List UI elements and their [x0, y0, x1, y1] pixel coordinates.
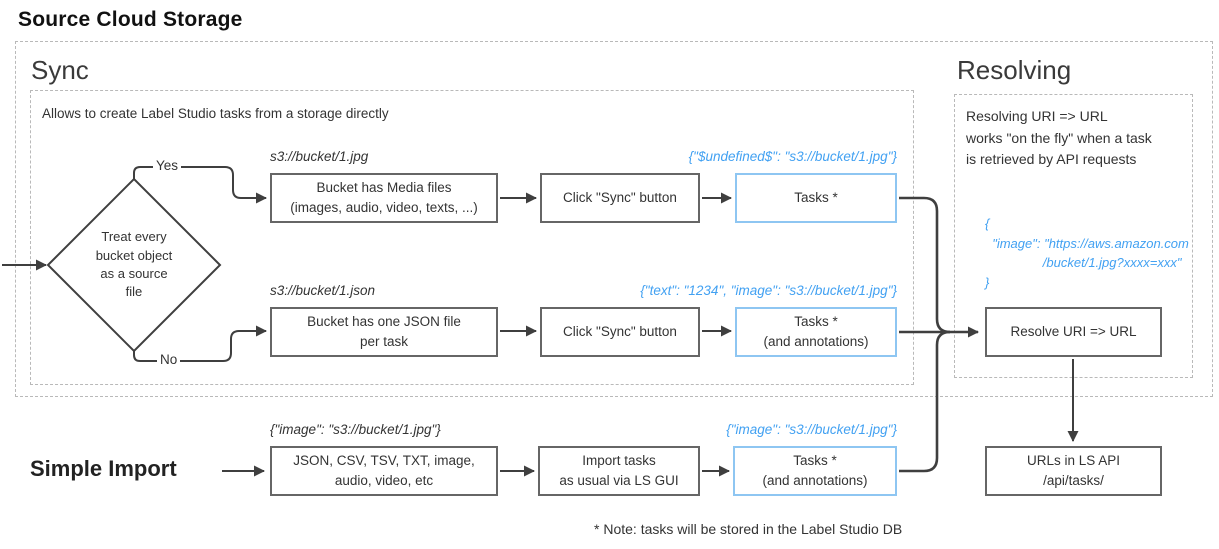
- node-resolve-uri: Resolve URI => URL: [985, 307, 1162, 357]
- node-click-sync-1: Click "Sync" button: [540, 173, 700, 223]
- resolving-section-label: Resolving: [957, 55, 1072, 85]
- simple-import-label: Simple Import: [30, 456, 177, 481]
- node-tasks-2: Tasks * (and annotations): [735, 307, 897, 357]
- node-json-file: Bucket has one JSON file per task: [270, 307, 498, 357]
- footnote: * Note: tasks will be stored in the Labe…: [594, 521, 903, 537]
- uri-label-media: s3://bucket/1.jpg: [270, 149, 369, 164]
- decision-yes-label: Yes: [153, 158, 182, 173]
- annotation-tasks-1: {"$undefined$": "s3://bucket/1.jpg"}: [688, 149, 897, 164]
- node-import-gui: Import tasks as usual via LS GUI: [538, 446, 700, 496]
- resolving-description: Resolving URI => URL works "on the fly" …: [966, 108, 1152, 168]
- page-title: Source Cloud Storage: [18, 8, 243, 31]
- annotation-tasks-3: {"image": "s3://bucket/1.jpg"}: [726, 422, 897, 437]
- node-tasks-3: Tasks * (and annotations): [733, 446, 897, 496]
- node-urls-ls-api: URLs in LS API /api/tasks/: [985, 446, 1162, 496]
- sync-description: Allows to create Label Studio tasks from…: [42, 106, 389, 121]
- decision-diamond-label: Treat every bucket object as a source fi…: [95, 229, 173, 300]
- resolving-json-example: { "image": "https://aws.amazon.com /buck…: [985, 216, 1189, 290]
- uri-label-json: s3://bucket/1.json: [270, 283, 376, 298]
- annotation-import-input: {"image": "s3://bucket/1.jpg"}: [270, 422, 441, 437]
- node-click-sync-2: Click "Sync" button: [540, 307, 700, 357]
- node-media-files: Bucket has Media files (images, audio, v…: [270, 173, 498, 223]
- annotation-tasks-2: {"text": "1234", "image": "s3://bucket/1…: [640, 283, 897, 298]
- node-tasks-1: Tasks *: [735, 173, 897, 223]
- node-import-formats: JSON, CSV, TSV, TXT, image, audio, video…: [270, 446, 498, 496]
- decision-no-label: No: [157, 352, 181, 367]
- storage-outer-region-border: [15, 41, 1213, 397]
- sync-section-label: Sync: [31, 55, 89, 85]
